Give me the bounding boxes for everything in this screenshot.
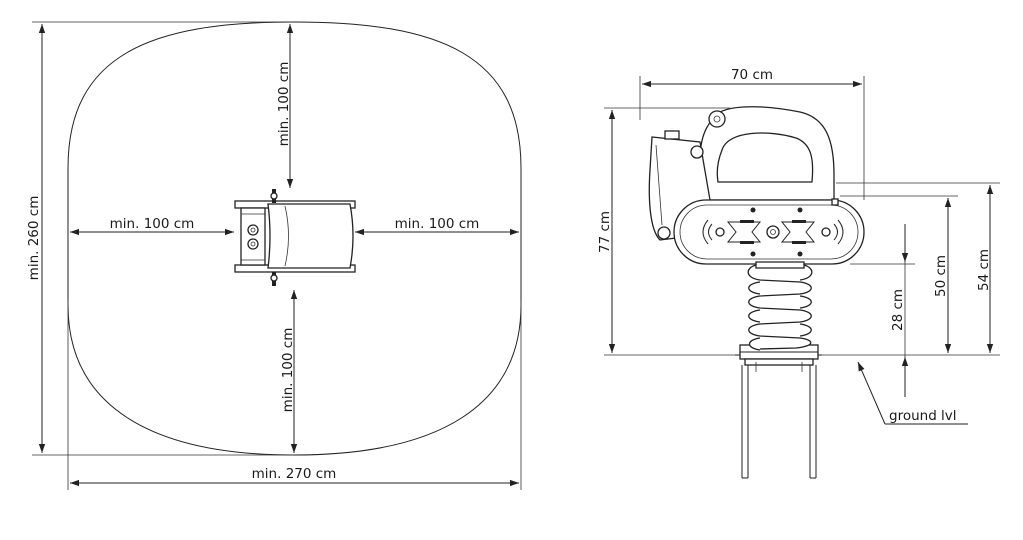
top-view: min. 260 cm min. 270 cm min. 100 cm min.… (26, 21, 522, 490)
rocker-top-view (234, 189, 356, 286)
bottom-clear-label: min. 100 cm (280, 328, 296, 413)
seat-height-label: 28 cm (890, 289, 906, 331)
height-label: 77 cm (597, 211, 613, 253)
side-view: 70 cm 77 cm 28 cm 50 cm 54 cm ground lvl (597, 67, 1000, 479)
ground-leader (857, 361, 886, 425)
width-label: min. 270 cm (252, 466, 337, 482)
rocker-body (648, 106, 865, 269)
handle-top-label: 54 cm (976, 249, 992, 291)
top-clear-label: min. 100 cm (276, 62, 292, 147)
depth-label: min. 260 cm (26, 196, 42, 281)
length-label: 70 cm (731, 67, 773, 83)
width-dimension (67, 300, 522, 490)
body-top-label: 50 cm (933, 255, 949, 297)
ground-label: ground lvl (889, 408, 957, 424)
left-clear-label: min. 100 cm (110, 216, 195, 232)
right-clear-label: min. 100 cm (395, 216, 480, 232)
depth-dimension (32, 21, 294, 456)
spring (747, 264, 813, 351)
post-foundation (739, 344, 819, 479)
